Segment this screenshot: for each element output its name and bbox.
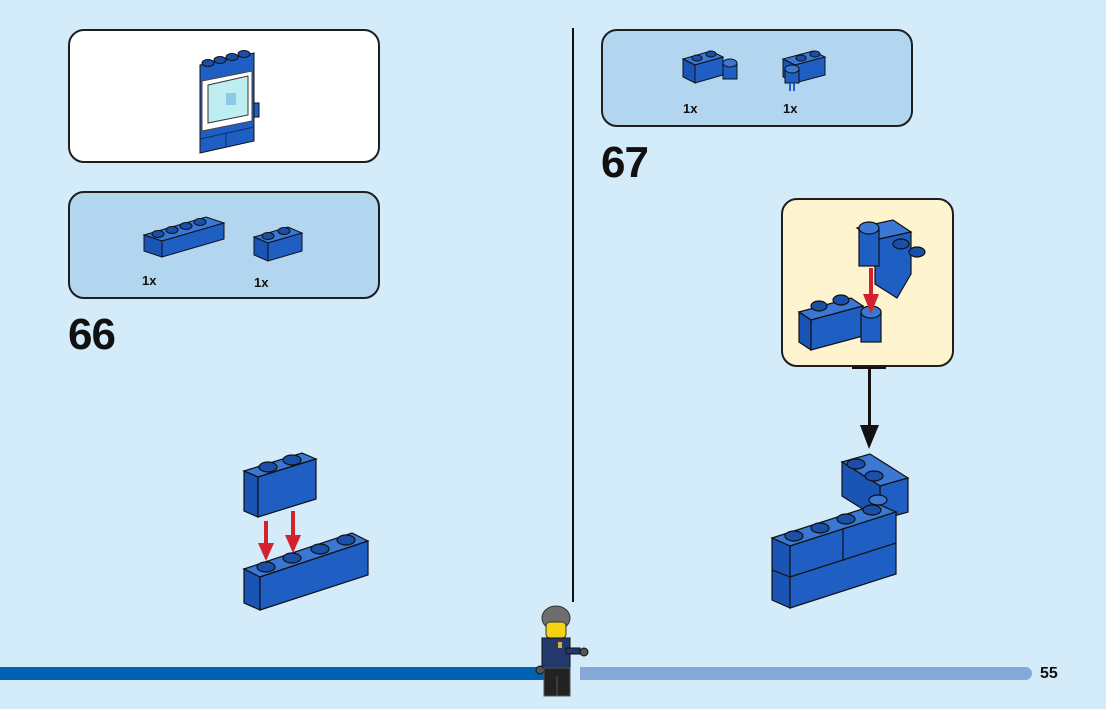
part-qty: 1x [683,101,698,116]
red-arrow-icon [863,268,879,314]
red-arrow-icon [285,511,301,553]
minifigure-police-icon [535,605,589,697]
footer-progress-light [580,667,1032,680]
part-qty: 1x [783,101,798,116]
brick-1x4-icon [142,216,226,258]
parts-list-panel-step-67: 1x 1x [601,29,913,127]
sub-step-callout [781,198,954,367]
step-66-build-illustration [242,452,370,611]
page-divider [572,28,574,602]
hinge-brick-base-icon [681,50,738,84]
subassembly-preview-panel [68,29,380,163]
down-arrow-icon [852,367,886,449]
part-qty: 1x [142,273,157,288]
parts-list-panel-step-66: 1x 1x [68,191,380,299]
hinge-assembly-illustration [797,219,926,352]
brick-1x2-icon [252,226,304,262]
page-number: 55 [1040,665,1058,682]
window-assembly-icon [199,50,260,154]
hinge-brick-top-icon [781,50,827,91]
step-number-66: 66 [68,310,116,359]
red-arrow-icon [258,521,274,561]
step-number-67: 67 [601,138,649,187]
part-qty: 1x [254,275,269,290]
footer-progress-dark [0,667,545,680]
step-67-build-illustration [770,453,910,609]
